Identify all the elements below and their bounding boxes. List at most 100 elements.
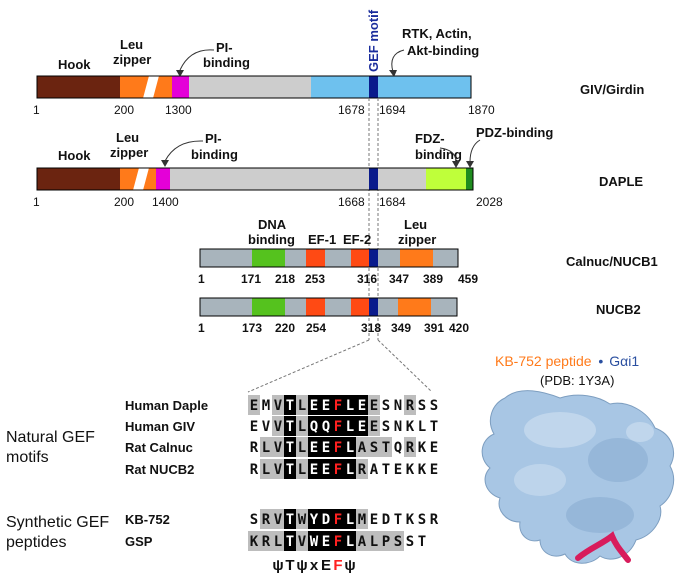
residue-shade	[380, 437, 392, 457]
residue: T	[430, 419, 438, 435]
giv-central-region	[189, 76, 311, 98]
gef-motif-label: GEF motif	[366, 9, 381, 72]
giv-pi-arrow	[179, 49, 215, 71]
residue: T	[394, 512, 402, 528]
daple-pdz-arrowhead	[466, 161, 474, 168]
residue-shade	[320, 509, 332, 529]
residue-shade	[308, 509, 320, 529]
residue-shade	[344, 531, 356, 551]
daple-pos-1684: 1684	[379, 195, 406, 209]
daple-pi-arrow	[164, 140, 204, 162]
daple-pdz-arrow	[469, 139, 481, 163]
daple-pos-2028: 2028	[476, 195, 503, 209]
residue: Q	[310, 419, 318, 435]
residue-shade	[308, 531, 320, 551]
residue: E	[322, 462, 330, 478]
residue: Q	[394, 440, 402, 456]
residue: E	[250, 398, 258, 414]
residue: D	[322, 512, 330, 528]
residue: L	[346, 462, 354, 478]
daple-fdz-label-2: binding	[415, 147, 462, 162]
surface-shade-5	[626, 422, 654, 442]
residue-shade	[344, 437, 356, 457]
consensus-residue: E	[321, 557, 331, 574]
giv-name: GIV/Girdin	[580, 82, 644, 97]
residue: F	[334, 440, 342, 456]
residue-shade	[296, 416, 308, 436]
residue: E	[310, 462, 318, 478]
residue: R	[406, 398, 415, 414]
residue-shade	[296, 509, 308, 529]
residue: W	[298, 512, 307, 528]
residue: L	[298, 398, 306, 414]
residue: R	[250, 440, 259, 456]
residue: N	[394, 398, 402, 414]
calnuc-pos-218: 218	[275, 272, 295, 286]
daple-leu-label-1: Leu	[116, 130, 139, 145]
residue-shade	[296, 395, 308, 415]
daple-fdz-binding-domain	[426, 168, 466, 190]
nucb2-pos-220: 220	[275, 321, 295, 335]
residue: S	[382, 398, 390, 414]
residue: L	[262, 440, 270, 456]
daple-break-mark	[132, 164, 150, 194]
daple-fdz-arrow	[439, 147, 457, 163]
residue: E	[322, 440, 330, 456]
calnuc-pos-459: 459	[458, 272, 478, 286]
daple-pi-arrowhead	[161, 160, 169, 167]
residue: V	[274, 398, 283, 414]
residue-shade	[296, 437, 308, 457]
residue-shade	[248, 395, 260, 415]
residue: M	[358, 512, 366, 528]
residue-shade	[320, 459, 332, 479]
residue: S	[250, 512, 258, 528]
giv-rtk-label-1: RTK, Actin,	[402, 26, 472, 41]
residue-shade	[320, 395, 332, 415]
residue: F	[334, 512, 342, 528]
residue: L	[262, 462, 270, 478]
nucb2-pos-318: 318	[361, 321, 381, 335]
consensus-residue: ψ	[296, 557, 307, 574]
daple-outline	[36, 167, 474, 191]
giv-c-terminal-region	[311, 76, 471, 98]
calnuc-ef2-label: EF-2	[343, 232, 371, 247]
giv-pos-1678: 1678	[338, 103, 365, 117]
daple-fdz-arrowhead	[452, 161, 460, 168]
residue: T	[418, 534, 426, 550]
nucb2-pos-254: 254	[306, 321, 326, 335]
structure-title-line: KB-752 peptide • Gαi1	[495, 353, 639, 369]
consensus-residue: T	[285, 557, 294, 574]
residue-shade	[368, 395, 380, 415]
consensus-residue: x	[310, 557, 319, 574]
residue: Q	[322, 419, 330, 435]
consensus-residue: F	[333, 557, 342, 574]
residue: S	[394, 534, 402, 550]
nucb2-pos-349: 349	[391, 321, 411, 335]
residue-shade	[380, 531, 392, 551]
residue: L	[346, 440, 354, 456]
residue: L	[346, 419, 354, 435]
nucb2-pos-391: 391	[424, 321, 444, 335]
residue: R	[406, 440, 415, 456]
residue: E	[310, 440, 318, 456]
residue: E	[370, 398, 378, 414]
residue: F	[334, 398, 342, 414]
calnuc-ef2-domain	[351, 249, 370, 267]
residue: L	[298, 462, 306, 478]
residue-shade	[260, 437, 272, 457]
surface-shade-3	[514, 464, 566, 496]
nucb2-pos-173: 173	[242, 321, 262, 335]
residue: K	[418, 462, 427, 478]
daple-gef-motif	[369, 168, 378, 190]
daple-leu-label-2: zipper	[110, 145, 148, 160]
residue: R	[430, 512, 439, 528]
seq-name-kb-752: KB-752	[125, 512, 170, 527]
giv-rtk-arrow	[391, 49, 405, 73]
residue-shade	[356, 395, 368, 415]
residue: A	[370, 462, 379, 478]
calnuc-ef1-label: EF-1	[308, 232, 336, 247]
protein-structure	[481, 390, 675, 564]
calnuc-outline	[199, 248, 459, 268]
calnuc-name: Calnuc/NUCB1	[566, 254, 658, 269]
